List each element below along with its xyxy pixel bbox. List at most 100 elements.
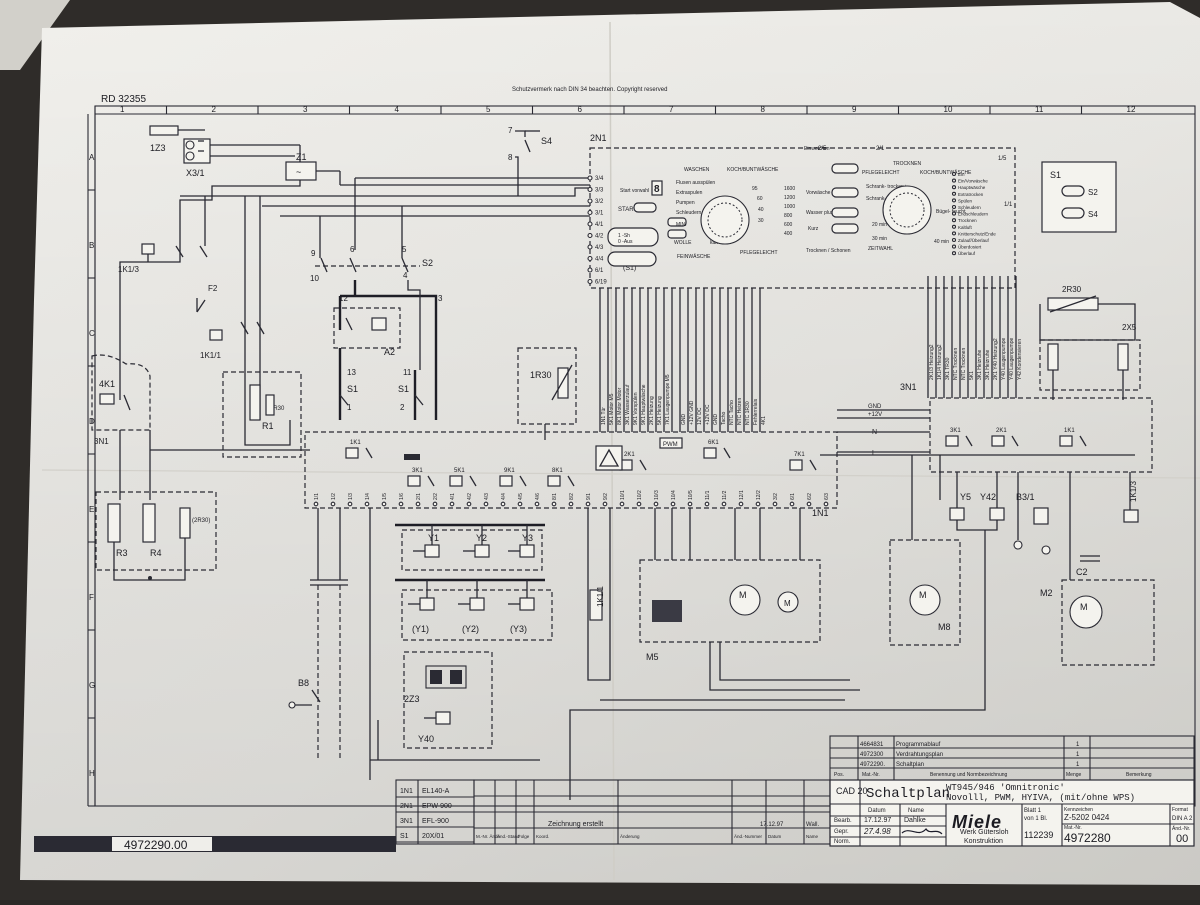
board-terminal: 2/2 bbox=[433, 493, 439, 500]
f2-fuse: F2 bbox=[196, 284, 218, 313]
ribbon-wire-label: 9K1 Hauptwäsche bbox=[641, 384, 647, 425]
svg-text:ZEITWAHL: ZEITWAHL bbox=[868, 246, 893, 252]
svg-text:Datum: Datum bbox=[868, 808, 886, 814]
relay-label: 9K1 bbox=[504, 468, 515, 474]
spin-speed-label: 1000 bbox=[784, 204, 795, 210]
miele-logo: Miele bbox=[952, 812, 1002, 832]
board-terminal: 4/3 bbox=[484, 493, 490, 500]
s1-label-a: S1 bbox=[347, 384, 358, 394]
svg-text:WASCHEN: WASCHEN bbox=[684, 167, 710, 173]
part-quantity: 1 bbox=[1076, 742, 1080, 748]
row-letter: B bbox=[89, 241, 94, 250]
2z3-y40-box bbox=[403, 651, 493, 749]
status-led-label: Schleudern bbox=[958, 205, 981, 210]
column-number: 5 bbox=[486, 105, 491, 114]
paper-corner-overlap bbox=[0, 0, 70, 70]
part-name: Programmablauf bbox=[896, 742, 941, 748]
svg-text:Kurz: Kurz bbox=[808, 226, 819, 232]
svg-text:Start vorwahl: Start vorwahl bbox=[620, 188, 649, 194]
svg-text:(Y2): (Y2) bbox=[462, 624, 479, 634]
svg-text:1N1: 1N1 bbox=[812, 508, 829, 518]
board-terminal: 4/6 bbox=[535, 493, 541, 500]
ribbon-wire-label: 2K1 Y40 Heizung2 bbox=[993, 338, 999, 380]
ribbon-wire-label: +12V DC bbox=[705, 404, 711, 425]
1r30-box bbox=[517, 347, 577, 425]
ribbon-wire-label: NTC Heizen bbox=[737, 398, 743, 425]
svg-text:Zeichnung erstellt: Zeichnung erstellt bbox=[548, 821, 603, 828]
ribbon-wire-label: 9K1 Vorspülen bbox=[633, 392, 639, 425]
svg-text:S4: S4 bbox=[1088, 210, 1098, 219]
status-led-label: Hauptwäsche bbox=[958, 185, 986, 190]
svg-text:5: 5 bbox=[402, 245, 407, 254]
change-header: Folge bbox=[518, 834, 530, 839]
ribbon-wire-label: NTC Trocknen bbox=[961, 348, 967, 380]
svg-text:von 1 Bl.: von 1 Bl. bbox=[1024, 816, 1048, 822]
relay-9k1: 9K1 bbox=[499, 468, 527, 487]
relay-1k1: 1K1 bbox=[1059, 428, 1087, 447]
part-number: 4972300 bbox=[860, 752, 884, 758]
panel-terminal: 4/2 bbox=[595, 234, 604, 240]
svg-text:Z-5202 0424: Z-5202 0424 bbox=[1064, 813, 1110, 822]
relay-3k1: 3K1 bbox=[945, 428, 973, 447]
status-led-label: Zulauf/Überlauf bbox=[958, 237, 990, 243]
change-table: Zeichnung erstellt 17.12.97 Wall. M.-Nr.… bbox=[473, 779, 831, 845]
r1-heater-box bbox=[222, 371, 302, 458]
svg-text:Schaltplan: Schaltplan bbox=[866, 786, 950, 802]
panel-terminal: 2/1 bbox=[876, 146, 885, 152]
svg-text:Gepr.: Gepr. bbox=[834, 829, 849, 835]
spin-speed-label: 400 bbox=[784, 231, 793, 237]
board-id: S1 bbox=[400, 833, 409, 840]
svg-text:B8: B8 bbox=[298, 678, 309, 688]
column-number: 9 bbox=[852, 105, 857, 114]
relay-label: 6K1 bbox=[708, 440, 719, 446]
svg-text:TROCKNEN: TROCKNEN bbox=[893, 161, 921, 167]
r4-resistor bbox=[142, 503, 156, 543]
board-terminal: 6/1 bbox=[790, 493, 796, 500]
board-terminal: 1/3 bbox=[348, 493, 354, 500]
svg-text:4K1: 4K1 bbox=[99, 379, 115, 389]
part-number: 4664831 bbox=[860, 742, 884, 748]
x3-label: X3/1 bbox=[186, 168, 205, 178]
status-led-label: Spülen bbox=[958, 198, 973, 203]
board-terminal: 3/2 bbox=[773, 493, 779, 500]
part-quantity: 1 bbox=[1076, 762, 1080, 768]
ribbon-wire-label: +12V GND bbox=[689, 400, 695, 425]
svg-text:MINI: MINI bbox=[676, 222, 687, 228]
svg-text:Schrank- trocken+: Schrank- trocken+ bbox=[866, 184, 907, 190]
svg-text:1K1/1: 1K1/1 bbox=[596, 586, 605, 607]
svg-text:10: 10 bbox=[310, 274, 319, 283]
board-terminal: 11/1 bbox=[705, 490, 711, 500]
svg-text:R4: R4 bbox=[150, 548, 162, 558]
svg-text:FEINWÄSCHE: FEINWÄSCHE bbox=[677, 253, 711, 260]
svg-text:Werk Gütersloh: Werk Gütersloh bbox=[960, 829, 1009, 836]
svg-text:DIN A 2: DIN A 2 bbox=[1172, 816, 1193, 822]
rev-header: Pos. bbox=[834, 772, 844, 778]
svg-text:Mat.-Nr.: Mat.-Nr. bbox=[1064, 825, 1082, 831]
board-type: EPW-900 bbox=[422, 803, 452, 810]
svg-text:12: 12 bbox=[339, 294, 348, 303]
svg-text:1R30: 1R30 bbox=[530, 370, 552, 380]
panel-terminal: 4/1 bbox=[595, 222, 604, 228]
board-terminal: 4/4 bbox=[501, 493, 507, 500]
relay-1k1: 1K1 bbox=[345, 440, 373, 459]
column-number: 6 bbox=[578, 105, 583, 114]
z3-label: 1Z3 bbox=[150, 143, 166, 153]
ribbon-wire-label: 5K1 bbox=[969, 371, 975, 380]
svg-text:Novolll, PWM, HYIVA, (mit/ohne: Novolll, PWM, HYIVA, (mit/ohne WPS) bbox=[946, 793, 1135, 803]
svg-text:6: 6 bbox=[350, 245, 355, 254]
panel-terminal: 4/3 bbox=[595, 245, 604, 251]
rev-header: Benennung und Normbezeichnung bbox=[930, 772, 1007, 778]
ribbon-wire-label: 1N1 Tür bbox=[601, 407, 607, 425]
ribbon-wire-label: NTC Trocknen bbox=[953, 348, 959, 380]
2x5-connector-box bbox=[1039, 339, 1141, 391]
relay-label: 2K1 bbox=[624, 452, 635, 458]
ribbon-wire-label: 4K1 bbox=[761, 416, 767, 425]
part-quantity: 1 bbox=[1076, 752, 1080, 758]
status-led-label: Überdosiert bbox=[958, 244, 982, 250]
part-number: 4972290. bbox=[860, 762, 885, 768]
svg-text:M: M bbox=[739, 590, 747, 600]
svg-text:S2: S2 bbox=[1088, 188, 1098, 197]
